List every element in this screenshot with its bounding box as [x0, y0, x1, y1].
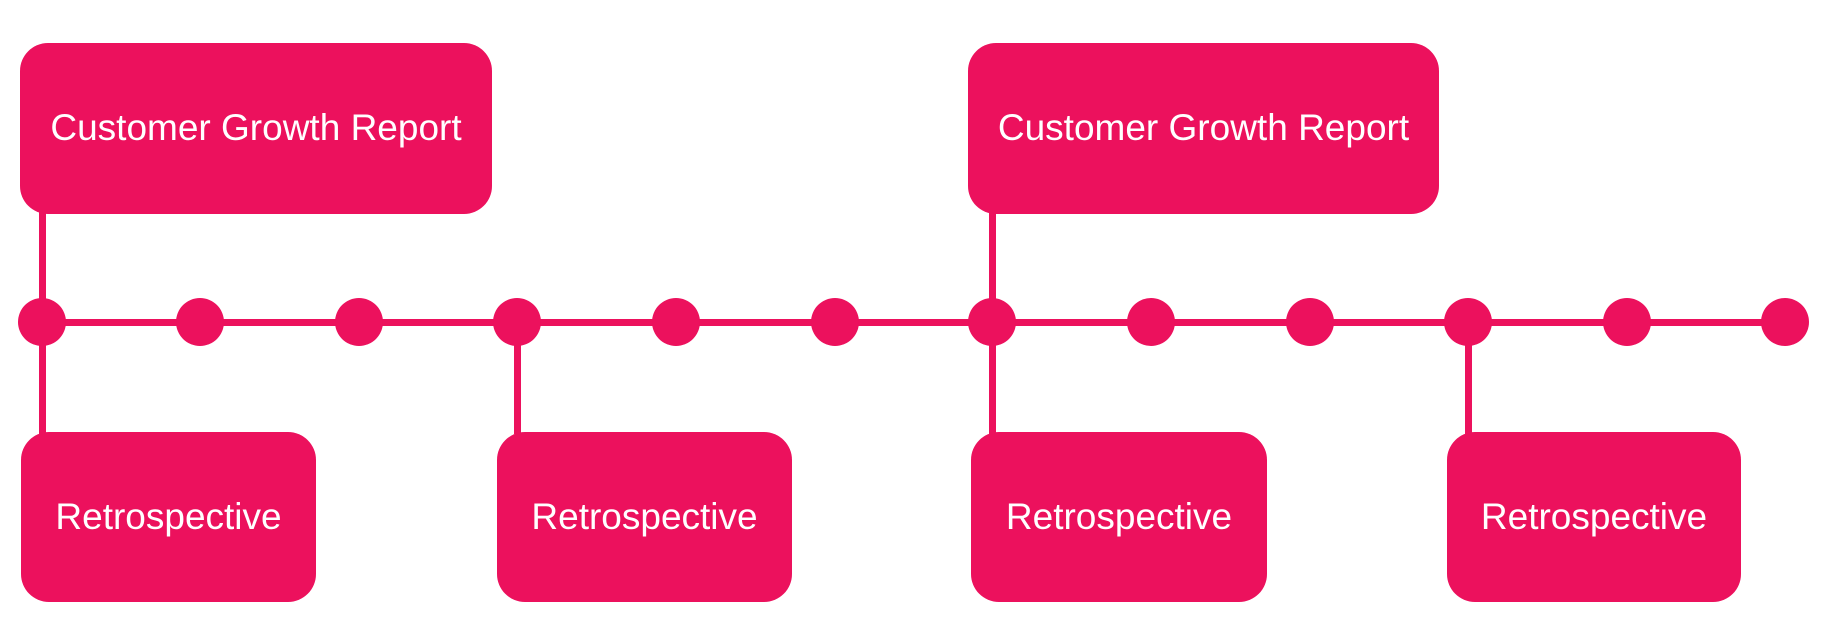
event-box-label: Retrospective [1005, 495, 1233, 537]
event-box-customer-growth-report-1: Customer Growth Report [20, 43, 492, 214]
event-box-label: Retrospective [531, 495, 758, 537]
event-box-label: Customer Growth Report [997, 107, 1410, 149]
timeline-node-2 [176, 298, 224, 346]
event-box-label: Retrospective [1480, 495, 1708, 537]
timeline-node-10 [1444, 298, 1492, 346]
timeline-node-4 [493, 298, 541, 346]
timeline-node-8 [1127, 298, 1175, 346]
connector-down-node-10 [1464, 322, 1472, 434]
event-box-retrospective-1: Retrospective [21, 432, 316, 602]
timeline-node-3 [335, 298, 383, 346]
timeline-node-6 [811, 298, 859, 346]
event-box-label: Customer Growth Report [50, 107, 462, 149]
event-box-retrospective-4: Retrospective [1447, 432, 1741, 602]
timeline-node-7 [968, 298, 1016, 346]
timeline-node-1 [18, 298, 66, 346]
event-box-retrospective-2: Retrospective [497, 432, 792, 602]
connector-down-node-7 [988, 322, 996, 434]
timeline-node-11 [1603, 298, 1651, 346]
event-box-retrospective-3: Retrospective [971, 432, 1267, 602]
connector-up-node-1 [38, 212, 46, 322]
event-box-label: Retrospective [55, 495, 282, 537]
timeline-node-9 [1286, 298, 1334, 346]
connector-up-node-7 [988, 212, 996, 322]
connector-down-node-1 [38, 322, 46, 434]
timeline-node-5 [652, 298, 700, 346]
connector-down-node-4 [513, 322, 521, 434]
timeline-axis-line [42, 318, 1785, 326]
timeline-node-12 [1761, 298, 1809, 346]
event-box-customer-growth-report-2: Customer Growth Report [968, 43, 1439, 214]
